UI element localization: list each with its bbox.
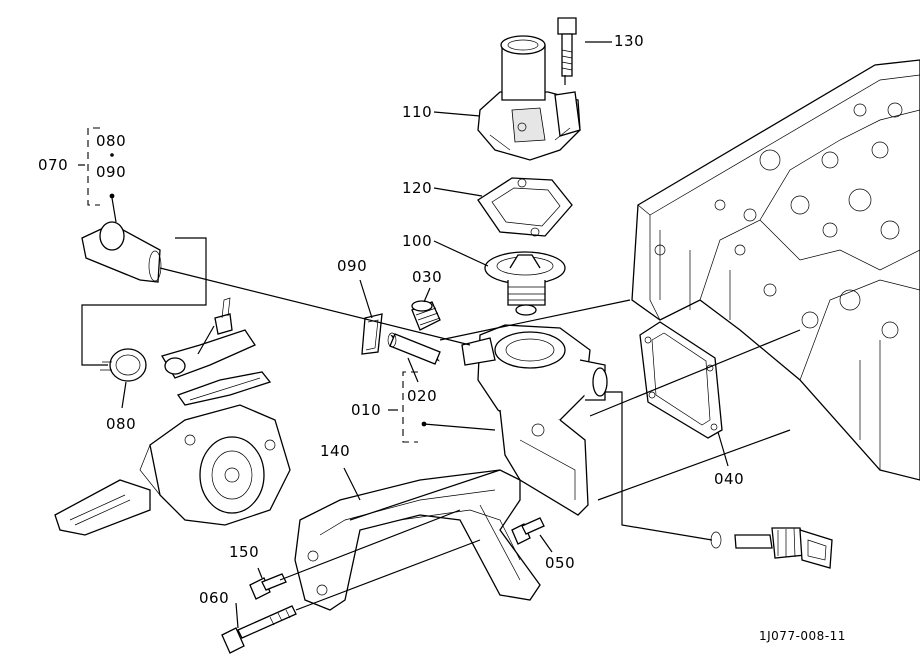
callout-130[interactable]: 130 — [614, 32, 645, 50]
callout-020[interactable]: 020 — [407, 387, 438, 405]
thermostat-100-drawing — [484, 251, 566, 316]
bracket-140-drawing — [294, 469, 541, 611]
callout-070-090[interactable]: 090 — [96, 163, 127, 181]
gasket-040-drawing — [639, 321, 723, 439]
callout-060[interactable]: 060 — [199, 589, 230, 607]
bolt-060-drawing — [221, 605, 297, 654]
cylinder-head-drawing — [631, 59, 920, 481]
callout-090[interactable]: 090 — [337, 257, 368, 275]
thermostat-cover-110-drawing — [477, 35, 581, 161]
callout-150[interactable]: 150 — [229, 543, 260, 561]
callout-050[interactable]: 050 — [545, 554, 576, 572]
reference-dots — [109, 153, 427, 427]
hose-070-drawing — [81, 221, 162, 283]
callout-070[interactable]: 070 — [38, 156, 69, 174]
callout-040[interactable]: 040 — [714, 470, 745, 488]
callout-070-080[interactable]: 080 — [96, 132, 127, 150]
callout-080-clamp[interactable]: 080 — [106, 415, 137, 433]
water-pump-drawing — [54, 404, 291, 536]
callout-120[interactable]: 120 — [402, 179, 433, 197]
callout-140[interactable]: 140 — [320, 442, 351, 460]
figure-code: 1J077-008-11 — [759, 629, 846, 643]
callout-100[interactable]: 100 — [402, 232, 433, 250]
plug-030-drawing — [411, 300, 441, 331]
assembly-lines — [78, 41, 801, 629]
callout-110[interactable]: 110 — [402, 103, 433, 121]
bolt-150-drawing — [249, 573, 287, 600]
clamp-080-drawing — [100, 348, 147, 382]
thermostat-housing-010-drawing — [461, 324, 608, 516]
clip-090-drawing — [361, 313, 383, 355]
callout-030[interactable]: 030 — [412, 268, 443, 286]
water-flange-drawing — [161, 297, 272, 406]
bolt-130-drawing — [557, 17, 577, 77]
pipe-020-drawing — [387, 332, 441, 365]
gasket-120-drawing — [477, 177, 573, 237]
bolt-050-drawing — [511, 517, 545, 545]
callout-010[interactable]: 010 — [351, 401, 382, 419]
temperature-sensor-drawing — [710, 527, 833, 569]
